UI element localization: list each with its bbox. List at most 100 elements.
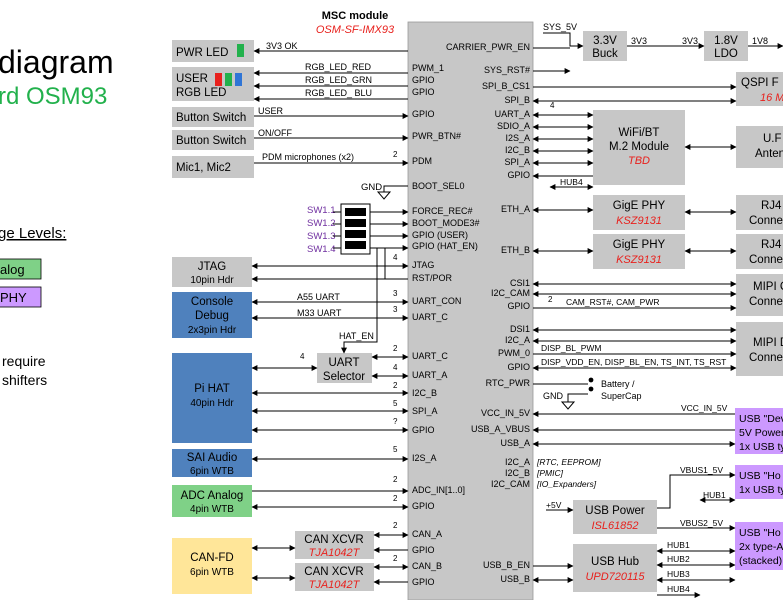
page-title: diagram xyxy=(0,44,114,80)
jtag-box xyxy=(172,257,252,287)
sw1-3-label: SW1.3 xyxy=(307,231,336,242)
sig-rgb-red: RGB_LED_RED xyxy=(305,62,372,72)
note-line2: shifters xyxy=(2,372,47,388)
bus-num: 4 xyxy=(393,253,398,262)
sig-hub1-upper: HUB1 xyxy=(703,490,726,500)
dip-switch-toggle-1 xyxy=(345,208,366,216)
adc-label-1: ADC Analog xyxy=(181,490,244,502)
right-pin-label: USB_B xyxy=(500,574,530,584)
uart-selector-label-1: UART xyxy=(328,357,359,369)
can-fd-box xyxy=(172,538,252,594)
ldo-label-2: LDO xyxy=(714,48,738,60)
msc-title: MSC module xyxy=(322,10,389,22)
jtag-label-2: 10pin Hdr xyxy=(190,275,234,286)
user-rgb-label-1: USER xyxy=(176,73,208,85)
battery-dot-2 xyxy=(588,386,594,392)
right-pin-label: SDIO_A xyxy=(497,121,530,131)
right-pin-label: ETH_B xyxy=(501,245,530,255)
right-pin-label: USB_A_VBUS xyxy=(471,424,530,434)
usb-host1-label-1: USB "Ho xyxy=(739,470,781,482)
console-label-3: 2x3pin Hdr xyxy=(188,325,237,336)
sig-disp-vdd: DISP_VDD_EN, DISP_BL_EN, TS_INT, TS_RST xyxy=(541,357,726,367)
msc-part: OSM-SF-IMX93 xyxy=(316,24,395,36)
wifi-hub4-label: HUB4 xyxy=(560,177,583,187)
bus-num: 2 xyxy=(393,344,398,353)
left-pin-label: SPI_A xyxy=(412,406,438,416)
right-pin-label: SYS_RST# xyxy=(484,65,530,75)
left-pin-label: BOOT_SEL0 xyxy=(412,181,465,191)
right-pin-label: I2C_CAM xyxy=(491,479,530,489)
legend-phy-label: PHY xyxy=(0,290,27,305)
right-pin-label: GPIO xyxy=(507,170,530,180)
left-pin-label: ADC_IN[1..0] xyxy=(412,485,465,495)
right-pin-label: I2C_A xyxy=(505,457,530,467)
button-switch-user-label: Button Switch xyxy=(176,112,246,124)
note-line1: require xyxy=(2,353,46,369)
gige-2-part: KSZ9131 xyxy=(616,254,662,266)
usb-device-box xyxy=(735,408,783,454)
sig-io: [IO_Expanders] xyxy=(536,479,597,489)
sig-m33-uart: M33 UART xyxy=(297,308,342,318)
can-xcvr-2-box xyxy=(295,563,374,591)
pwr-led-box xyxy=(172,40,254,62)
sig-3v3-ok: 3V3 OK xyxy=(266,41,298,51)
sig-hub4: HUB4 xyxy=(667,584,690,594)
bus-num: 2 xyxy=(393,494,398,503)
rj45-1-label-2: Conne xyxy=(749,215,783,227)
usb-hub-label-1: USB Hub xyxy=(591,556,639,568)
sig-5v: +5V xyxy=(546,500,562,510)
rj45-1-box xyxy=(736,195,783,230)
left-pin-label: PDM xyxy=(412,156,432,166)
sig-onoff: ON/OFF xyxy=(258,128,292,138)
qspi-label-2: 16 M xyxy=(760,92,783,104)
left-pin-label: JTAG xyxy=(412,260,434,270)
dip-switch-toggle-3 xyxy=(345,230,366,238)
rj45-1-label-1: RJ4 xyxy=(761,200,782,212)
battery-dot-1 xyxy=(588,377,594,383)
adc-analog-box xyxy=(172,485,252,517)
left-pin-label: FORCE_REC# xyxy=(412,206,473,216)
bus-num: 2 xyxy=(393,475,398,484)
left-pin-label: GPIO xyxy=(412,501,435,511)
console-debug-box xyxy=(172,292,252,338)
rgb-green-indicator xyxy=(225,73,232,86)
wifi-label-1: WiFi/BT xyxy=(619,127,660,139)
usb-dev-label-1: USB "Dev xyxy=(739,413,783,425)
buck-label-2: Buck xyxy=(592,48,618,60)
qspi-box xyxy=(736,72,783,106)
can-fd-label-2: 6pin WTB xyxy=(190,567,234,578)
right-pin-label: SPI_B xyxy=(504,95,530,105)
sig-pmic: [PMIC] xyxy=(536,468,564,478)
bus-num: 5 xyxy=(393,445,398,454)
left-pin-label: CAN_A xyxy=(412,529,442,539)
ufl-label-1: U.F xyxy=(763,133,782,145)
pi-hat-label-1: Pi HAT xyxy=(194,383,230,395)
right-pin-label: GPIO xyxy=(507,301,530,311)
mipi-dsi-label-2: Conne xyxy=(749,352,783,364)
sig-hub1: HUB1 xyxy=(667,540,690,550)
button-switch-onoff-label: Button Switch xyxy=(176,135,246,147)
right-pin-label: CSI1 xyxy=(510,278,530,288)
mic-label: Mic1, Mic2 xyxy=(176,162,231,174)
sig-vbus1: VBUS1_5V xyxy=(680,465,723,475)
right-pin-label: UART_A xyxy=(495,109,530,119)
gige-2-label: GigE PHY xyxy=(613,239,666,251)
gige-1-label: GigE PHY xyxy=(613,200,666,212)
gige-phy-1-box xyxy=(593,195,685,230)
button-switch-onoff-box xyxy=(172,130,254,150)
can-xcvr-2-part: TJA1042T xyxy=(309,579,361,591)
gige-1-part: KSZ9131 xyxy=(616,215,662,227)
right-pin-label: USB_A xyxy=(500,438,530,448)
sig-hat-en: HAT_EN xyxy=(339,331,374,341)
sig-rgb-blu: RGB_LED_ BLU xyxy=(305,88,372,98)
dip-switch-toggle-4 xyxy=(345,241,366,249)
can-xcvr-1-label: CAN XCVR xyxy=(304,534,363,546)
uart-selector-label-2: Selector xyxy=(323,371,365,383)
usb-host1-box xyxy=(735,465,783,499)
bus-num: 4 xyxy=(300,352,305,361)
wifi-label-2: M.2 Module xyxy=(609,141,669,153)
mipi-csi-label-2: Conne xyxy=(749,296,783,308)
sig-pdm: PDM microphones (x2) xyxy=(262,152,354,162)
console-label-2: Debug xyxy=(195,310,229,322)
